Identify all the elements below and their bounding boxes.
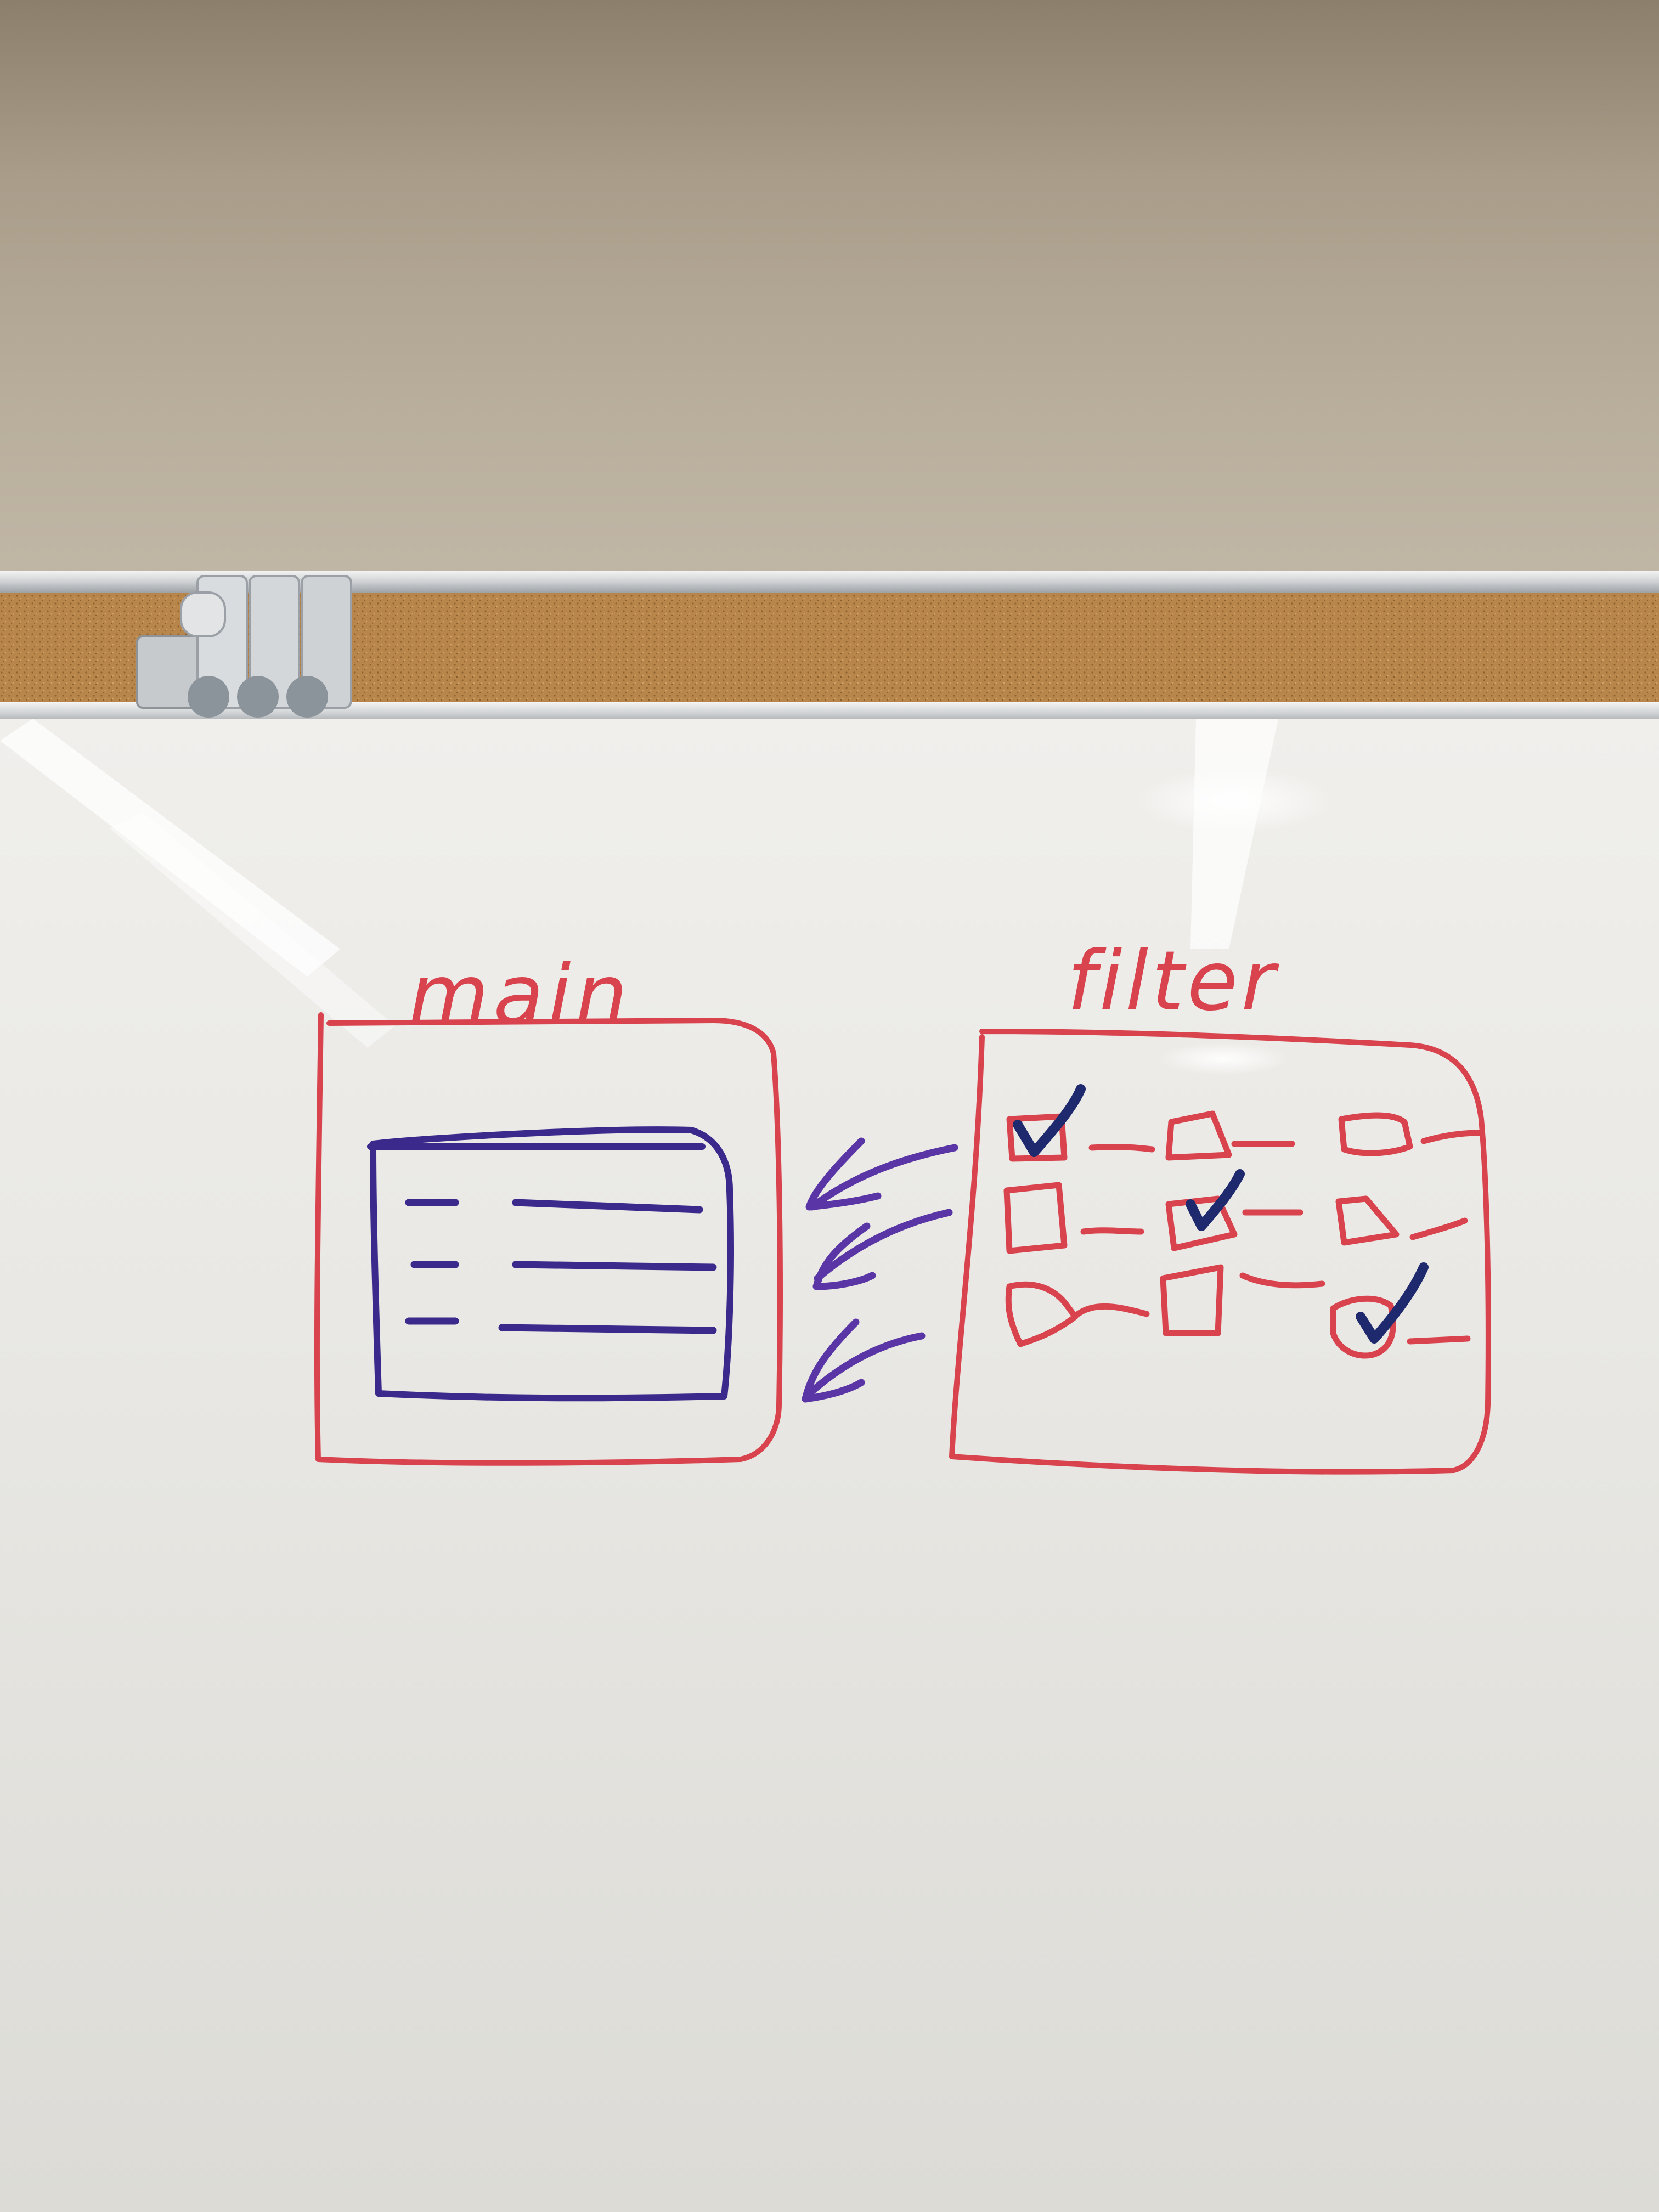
option-line — [1420, 1130, 1482, 1144]
list-window — [367, 1126, 734, 1402]
wall — [0, 0, 1659, 582]
list-line — [512, 1199, 703, 1214]
option-line — [1409, 1217, 1468, 1240]
checkbox-icon[interactable] — [1330, 1295, 1396, 1359]
checkbox-icon[interactable] — [1335, 1195, 1400, 1246]
checkbox-icon[interactable] — [1338, 1112, 1413, 1156]
filter-label: filter — [1067, 934, 1279, 1029]
marker-clip — [136, 575, 352, 718]
check-mark-icon — [1013, 1084, 1086, 1157]
checkbox-icon[interactable] — [1003, 1182, 1068, 1254]
filter-box — [949, 1029, 1491, 1475]
list-line — [498, 1324, 717, 1334]
main-label: main — [409, 947, 632, 1043]
arrow-icon — [805, 1137, 958, 1211]
checkbox-icon[interactable] — [1160, 1264, 1224, 1336]
checkbox-icon[interactable] — [1165, 1110, 1232, 1161]
option-line — [1075, 1303, 1150, 1317]
option-line — [1080, 1227, 1144, 1235]
option-line — [1239, 1272, 1325, 1289]
list-line — [512, 1261, 717, 1271]
arrow-icon — [812, 1209, 953, 1290]
option-line — [1407, 1335, 1471, 1345]
arrow-icon — [802, 1318, 926, 1403]
checkbox-icon[interactable] — [1005, 1281, 1079, 1347]
check-mark-icon — [1356, 1262, 1429, 1344]
check-mark-icon — [1186, 1169, 1245, 1231]
checkbox-icon[interactable] — [1006, 1113, 1068, 1162]
option-line — [1088, 1144, 1155, 1153]
checkbox-icon[interactable] — [1165, 1195, 1238, 1251]
main-box — [314, 1012, 783, 1466]
